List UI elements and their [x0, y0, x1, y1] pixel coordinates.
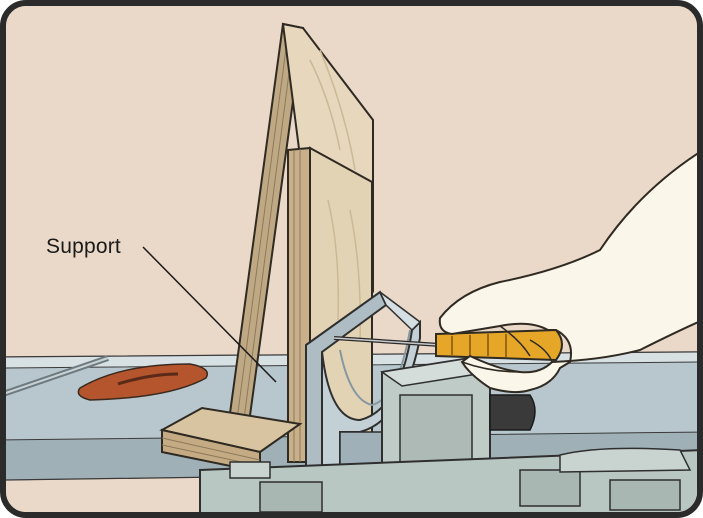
support-callout-label: Support — [46, 235, 121, 259]
